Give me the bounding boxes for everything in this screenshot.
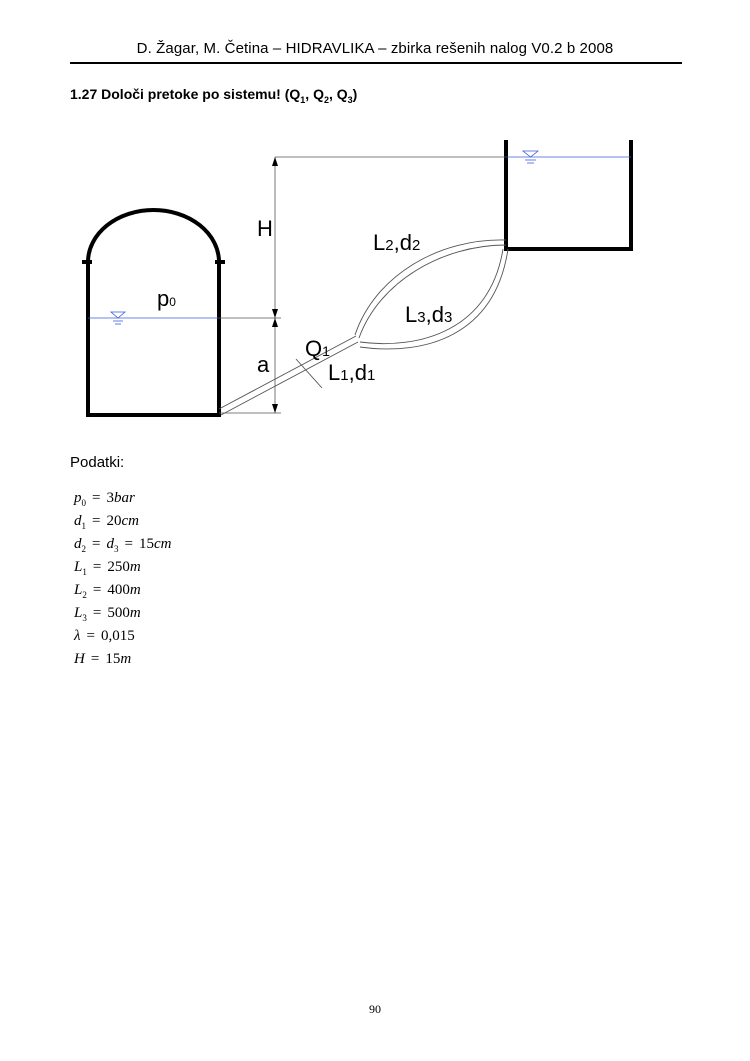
dimension-lines bbox=[219, 156, 506, 414]
pressurized-tank bbox=[86, 208, 221, 417]
data-list: p0=3bar d1=20cm d2=d3=15cm L1=250m L2=40… bbox=[74, 487, 171, 671]
problem-text: Določi pretoke po sistemu! (Q1, Q2, Q3) bbox=[101, 86, 358, 105]
label-L1-d1: L1,d1 bbox=[328, 360, 375, 385]
dimension-arrows bbox=[272, 157, 278, 413]
data-item-d1: d1=20cm bbox=[74, 513, 139, 531]
data-item-L3: L3=500m bbox=[74, 605, 141, 623]
flow-q1-indicator bbox=[295, 358, 323, 389]
hydraulic-system-diagram: H a p0 Q1 L1,d1 L2,d2 L3,d3 bbox=[82, 140, 633, 417]
label-L3-d3: L3,d3 bbox=[405, 302, 452, 327]
pipe-3 bbox=[359, 248, 509, 350]
label-a: a bbox=[257, 352, 270, 377]
data-item-L1: L1=250m bbox=[74, 559, 141, 577]
label-H: H bbox=[257, 216, 273, 241]
podatki-label: Podatki: bbox=[70, 454, 125, 471]
data-item-d2-d3: d2=d3=15cm bbox=[74, 536, 172, 554]
data-item-H: H=15m bbox=[74, 651, 132, 667]
label-p0: p0 bbox=[157, 286, 176, 311]
pipe-1 bbox=[218, 335, 359, 416]
data-item-p0: p0=3bar bbox=[74, 490, 135, 508]
problem-number: 1.27 bbox=[70, 86, 98, 102]
label-L2-d2: L2,d2 bbox=[373, 230, 420, 255]
open-reservoir bbox=[504, 140, 633, 251]
data-item-lambda: λ=0,015 bbox=[74, 628, 135, 644]
page-header: D. Žagar, M. Četina – HIDRAVLIKA – zbirk… bbox=[136, 40, 614, 57]
problem-statement: 1.27 Določi pretoke po sistemu! (Q1, Q2,… bbox=[70, 86, 357, 105]
left-water-level-icon bbox=[109, 311, 127, 325]
page-number: 90 bbox=[369, 1002, 381, 1016]
header-rule bbox=[70, 62, 682, 64]
data-item-L2: L2=400m bbox=[74, 582, 141, 600]
pipe-2 bbox=[354, 239, 507, 339]
label-Q1: Q1 bbox=[305, 336, 330, 361]
right-water-level-icon bbox=[521, 150, 540, 164]
